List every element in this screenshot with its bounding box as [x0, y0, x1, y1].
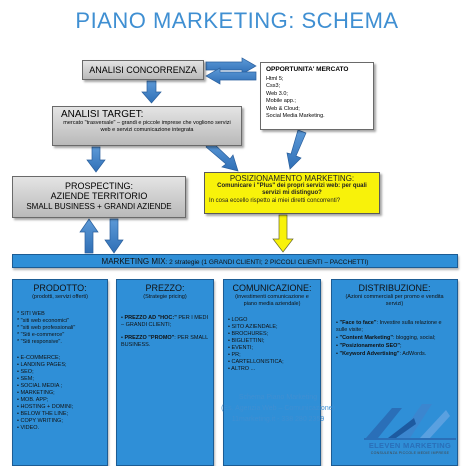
- list-item: • ALTRO ...: [228, 366, 256, 372]
- list-item: * "siti web professionali": [17, 325, 76, 331]
- list-item: • E-COMMERCE;: [17, 355, 61, 361]
- prezzo-title: PREZZO:: [145, 283, 185, 293]
- prodotto-list: * SITI WEB * "siti web economici" * "sit…: [17, 311, 103, 346]
- arrow-posizionamento-mix: [272, 214, 294, 253]
- list-item: * SITI WEB: [17, 311, 45, 317]
- prodotto-title: PRODOTTO:: [33, 283, 87, 293]
- list-item: • VIDEO.: [17, 425, 40, 431]
- list-item: • PREZZO "PROMO": PER SMALL BUSINESS.: [121, 335, 209, 348]
- prodotto-list-2: • E-COMMERCE; • LANDING PAGES; • SEO; • …: [17, 355, 103, 432]
- list-item: • BIGLIETTINI;: [228, 338, 265, 344]
- distribuzione-list: • "Face to face": Investire sulla relazi…: [336, 320, 453, 358]
- posizionamento-text: In cosa eccello rispetto ai miei diretti…: [209, 197, 341, 204]
- list-item: • CARTELLONISTICA;: [228, 359, 284, 365]
- opportunita-item: Html 5;: [266, 75, 284, 82]
- distribuzione-title: DISTRIBUZIONE:: [358, 283, 431, 293]
- prezzo-column: PREZZO: (Strategie pricing) • PREZZO AD …: [116, 279, 214, 466]
- analisi-target-text: mercato "trasversale" – grandi e piccole…: [63, 120, 231, 133]
- list-item: • PR;: [228, 352, 241, 358]
- arrow-concorrenza-opportunita: [205, 57, 257, 85]
- list-item: • "Face to face": Investire sulla relazi…: [336, 320, 442, 333]
- opportunita-title: OPPORTUNITA' MERCATO: [266, 66, 349, 73]
- list-item: • "Content Marketing": blogging, social;: [336, 335, 436, 341]
- list-item: • LOGO: [228, 317, 248, 323]
- opportunita-item: Web & Cloud;: [266, 105, 300, 112]
- prospecting-title: PROSPECTING:: [64, 181, 133, 191]
- prospecting-line3: SMALL BUSINESS + GRANDI AZIENDE: [26, 202, 172, 211]
- comunicazione-column: COMUNICAZIONE: (investimenti comunicazio…: [223, 279, 321, 466]
- analisi-target-box: ANALISI TARGET: mercato "trasversale" – …: [52, 106, 242, 146]
- footer-line: Schema Piano Marketing: [238, 394, 318, 401]
- list-item: • "Keyword Advertising": AdWords.: [336, 351, 427, 357]
- list-item: • "Posizionamento SEO";: [336, 343, 402, 349]
- prospecting-box: PROSPECTING: AZIENDE TERRITORIO SMALL BU…: [12, 176, 186, 218]
- analisi-concorrenza-box: ANALISI CONCORRENZA: [82, 60, 204, 80]
- list-item: * "Siti e-commerce": [17, 332, 65, 338]
- list-item: * "siti web economici": [17, 318, 70, 324]
- arrow-concorrenza-target: [141, 80, 162, 104]
- posizionamento-title: POSIZIONAMENTO MARKETING:: [229, 174, 355, 183]
- list-item: • SEO;: [17, 369, 34, 375]
- prodotto-subtitle: (prodotti, servizi offerti): [32, 294, 88, 300]
- logo-tagline: CONSULENZA PICCOLE MEDIE IMPRESE: [370, 451, 450, 455]
- list-item: • MARKETING;: [17, 390, 55, 396]
- list-item: • LANDING PAGES;: [17, 362, 67, 368]
- opportunita-item: Css3;: [266, 83, 281, 89]
- footer-contact: 11marketing.it - 338 280 2359: [231, 416, 325, 423]
- list-item: • SITO AZIENDALE;: [228, 324, 278, 330]
- list-item: • EVENTI;: [228, 345, 253, 351]
- analisi-target-title: ANALISI TARGET:: [61, 109, 144, 120]
- marketing-mix-bar: MARKETING MIX: 2 strategie (1 GRANDI CLI…: [12, 254, 458, 268]
- distribuzione-subtitle: (Azioni commerciali per promo e vendita …: [345, 294, 444, 307]
- posizionamento-question: Comunicare i "Plus" dei propri servizi w…: [217, 182, 367, 197]
- arrow-target-prospecting: [86, 146, 106, 173]
- opportunita-mercato-box: OPPORTUNITA' MERCATO Html 5; Css3; Web 3…: [260, 62, 374, 130]
- list-item: • COPY WRITING;: [17, 418, 63, 424]
- comunicazione-subtitle: (investimenti comunicazione e piano medi…: [235, 294, 309, 307]
- prospecting-line2: AZIENDE TERRITORIO: [50, 191, 148, 201]
- list-item: • BELOW THE LINE;: [17, 411, 69, 417]
- logo-name: ELEVEN MARKETING: [368, 441, 452, 450]
- comunicazione-list: • LOGO • SITO AZIENDALE; • BROCHURES; • …: [228, 317, 316, 373]
- marketing-mix-text: : 2 strategie (1 GRANDI CLIENTI; 2 PICCO…: [165, 259, 369, 266]
- opportunita-item: Social Media Marketing.: [266, 113, 325, 119]
- footer-line: (Es. Agenzia Web – Comunicazione): [221, 405, 335, 412]
- arrow-opportunita-posizionamento: [286, 129, 307, 170]
- page-title: PIANO MARKETING: SCHEMA: [75, 8, 399, 33]
- prodotto-column: PRODOTTO: (prodotti, servizi offerti) * …: [12, 279, 108, 466]
- marketing-mix-title: MARKETING MIX: [101, 257, 166, 266]
- list-item: • HOSTING + DOMINI;: [17, 404, 74, 410]
- prezzo-subtitle: (Strategie pricing): [143, 294, 187, 300]
- list-item: • SOCIAL MEDIA ;: [17, 383, 63, 389]
- opportunita-item: Web 3.0;: [266, 90, 288, 97]
- opportunita-item: Mobile app.;: [266, 98, 296, 104]
- list-item: * "Siti responsive".: [17, 339, 62, 345]
- list-item: • MOB. APP;: [17, 397, 49, 403]
- list-item: • BROCHURES;: [228, 331, 269, 337]
- list-item: • PREZZO AD "HOC:" PER I MEDI – GRANDI C…: [121, 315, 209, 328]
- eleven-marketing-logo-icon: [364, 404, 456, 440]
- posizionamento-box: POSIZIONAMENTO MARKETING: Comunicare i "…: [204, 172, 380, 214]
- arrow-prospecting-mix: [104, 218, 124, 254]
- prezzo-list: • PREZZO AD "HOC:" PER I MEDI – GRANDI C…: [121, 315, 209, 349]
- list-item: • SEM;: [17, 376, 34, 382]
- arrow-mix-prospecting: [79, 218, 99, 254]
- comunicazione-title: COMUNICAZIONE:: [232, 283, 312, 293]
- footer-caption: Schema Piano Marketing (Es. Agenzia Web …: [218, 392, 338, 425]
